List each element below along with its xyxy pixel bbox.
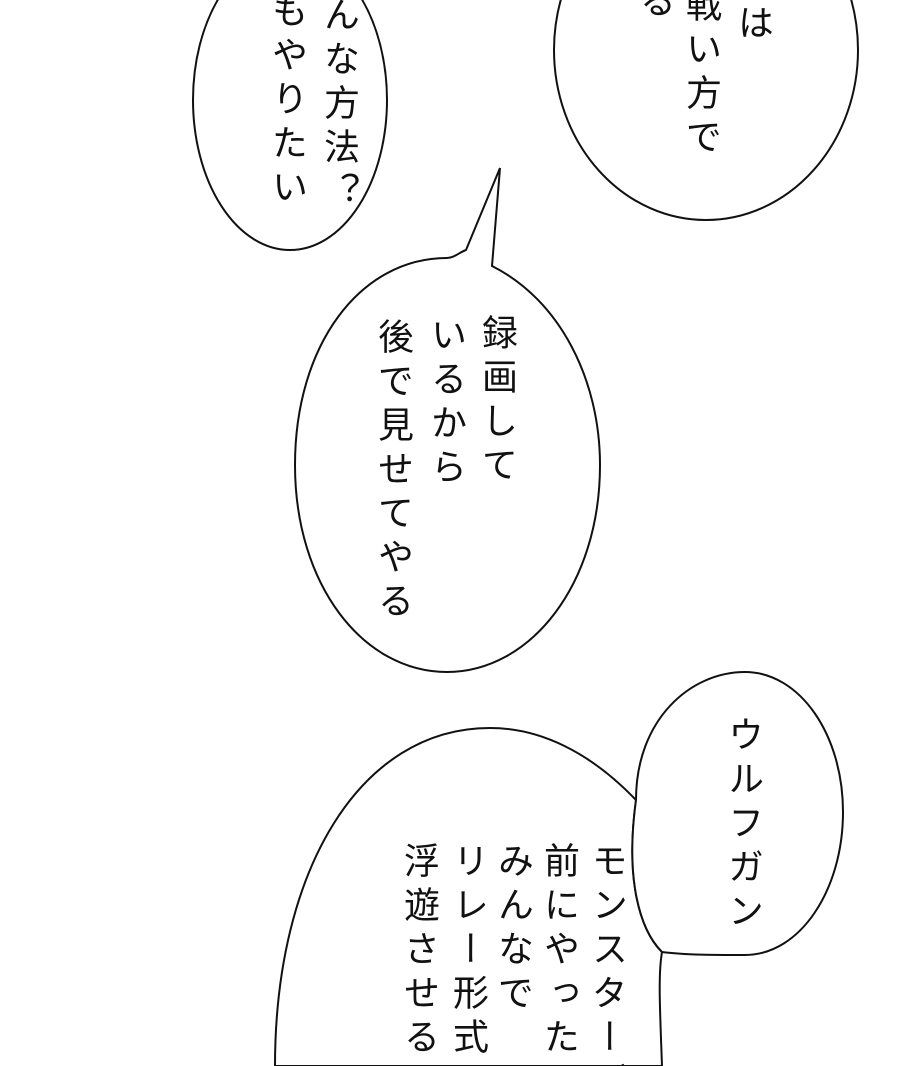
bubble-small-right [631, 670, 845, 957]
bubble-bottom-line-3: みんなで [492, 842, 533, 1018]
bubble-small-right-line-1: ウルフガン [722, 716, 763, 936]
bubble-bottom-line-2: 前にやったと [538, 842, 579, 1066]
bubble-middle [293, 167, 602, 674]
bubble-bottom-line-5: 浮遊させるぞ [398, 842, 439, 1066]
bubble-top-left [192, 0, 388, 251]
bubble-middle-line-2: いるから [425, 316, 466, 492]
bubble-bottom-line-4: リレー形式で [447, 842, 488, 1066]
bubble-top-right-line-3: る [634, 0, 675, 26]
bubble-top-right [553, 0, 859, 221]
bubble-middle-line-1: 録画して [476, 314, 517, 490]
bubble-top-right-line-1: とは [732, 0, 773, 48]
bubble-top-left-line-2: もやりたい [266, 0, 307, 212]
bubble-bottom-line-1: モンスターグ [586, 842, 627, 1066]
bubble-top-right-line-2: 戦い方で [680, 0, 721, 162]
bubble-top-left-line-1: んな方法？ [318, 0, 359, 216]
bubble-middle-line-3: 後で見せてやる [372, 318, 413, 626]
